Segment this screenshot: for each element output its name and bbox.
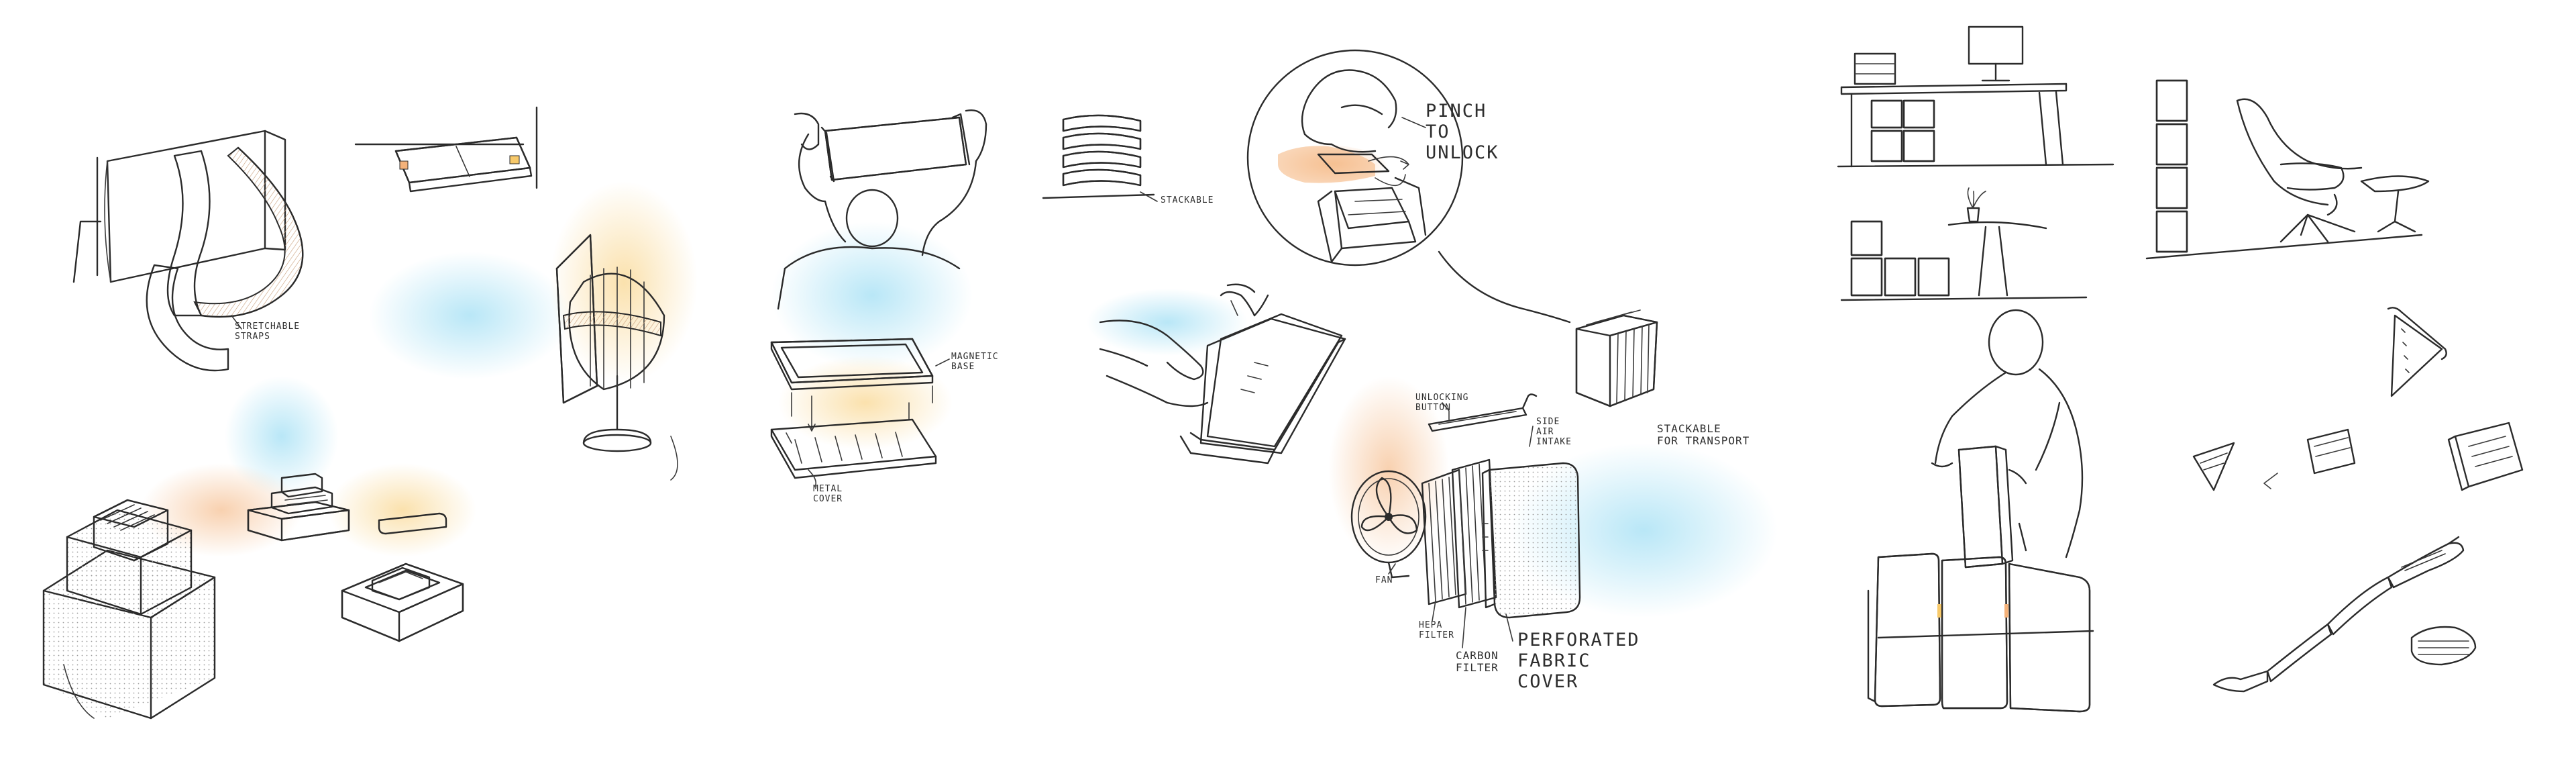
stacked-transport-cube	[1576, 310, 1657, 406]
annotation-stretchable-straps: STRETCHABLE STRAPS	[235, 322, 300, 342]
annotation-perforated-fabric-cover: PERFORATED FABRIC COVER	[1517, 630, 1640, 692]
annotation-magnetic-base: MAGNETIC BASE	[951, 352, 999, 373]
stacked-tier-purifier	[44, 500, 215, 718]
side-table-scene	[1841, 188, 2086, 300]
shelf-mounted-purifier	[356, 107, 537, 191]
tray-box-purifier	[342, 564, 463, 641]
annotation-unlocking-button: UNLOCKING BUTTON	[1415, 393, 1468, 413]
annotation-hepa-filter: HEPA FILTER	[1419, 621, 1454, 641]
annotation-stackable: STACKABLE	[1161, 196, 1214, 206]
triangular-configurations	[2194, 307, 2522, 490]
lounge-chair-scene	[2147, 81, 2428, 258]
stackable-louver-units	[1043, 115, 1157, 201]
desk-scene	[1838, 27, 2113, 166]
annotation-carbon-filter: CARBON FILTER	[1456, 650, 1499, 675]
annotation-stackable-for-transport: STACKABLE FOR TRANSPORT	[1657, 423, 1750, 448]
pinch-to-unlock-detail	[1248, 50, 1570, 322]
annotation-side-air-intake: SIDE AIR INTAKE	[1536, 418, 1572, 448]
annotation-fan: FAN	[1375, 576, 1393, 586]
flexible-chain-configuration	[2214, 537, 2475, 691]
annotation-pinch-to-unlock: PINCH TO UNLOCK	[1426, 101, 1499, 163]
person-with-folding-screen	[1868, 310, 2093, 712]
annotation-metal-cover: METAL COVER	[813, 485, 843, 505]
